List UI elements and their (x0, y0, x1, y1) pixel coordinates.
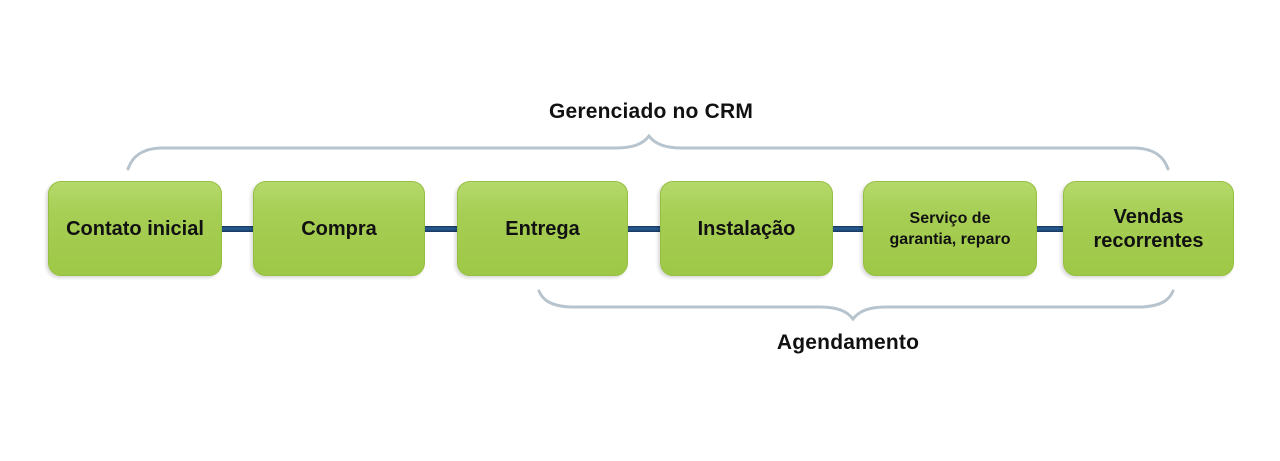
process-connector (1035, 226, 1065, 232)
step-label-line: garantia, reparo (889, 230, 1011, 248)
process-step: Instalação (660, 181, 833, 276)
process-step: Serviço de garantia, reparo (863, 181, 1037, 276)
crm-scope-label: Gerenciado no CRM (548, 100, 754, 123)
step-label-line: recorrentes (1093, 229, 1204, 252)
process-connector (423, 226, 459, 232)
step-label-line: Compra (301, 217, 377, 240)
process-connector (831, 226, 865, 232)
step-label-line: Serviço de (909, 209, 991, 227)
process-step: Contato inicial (48, 181, 222, 276)
step-label-line: Contato inicial (66, 217, 204, 240)
step-label-line: Entrega (505, 217, 580, 240)
process-connector (626, 226, 662, 232)
process-step: Entrega (457, 181, 628, 276)
agendamento-scope-label: Agendamento (776, 331, 920, 354)
process-connector (220, 226, 255, 232)
top-brace (126, 133, 1170, 171)
bottom-brace (537, 289, 1175, 322)
process-step: Compra (253, 181, 425, 276)
step-label-line: Vendas (1113, 205, 1184, 228)
step-label-line: Instalação (697, 217, 796, 240)
